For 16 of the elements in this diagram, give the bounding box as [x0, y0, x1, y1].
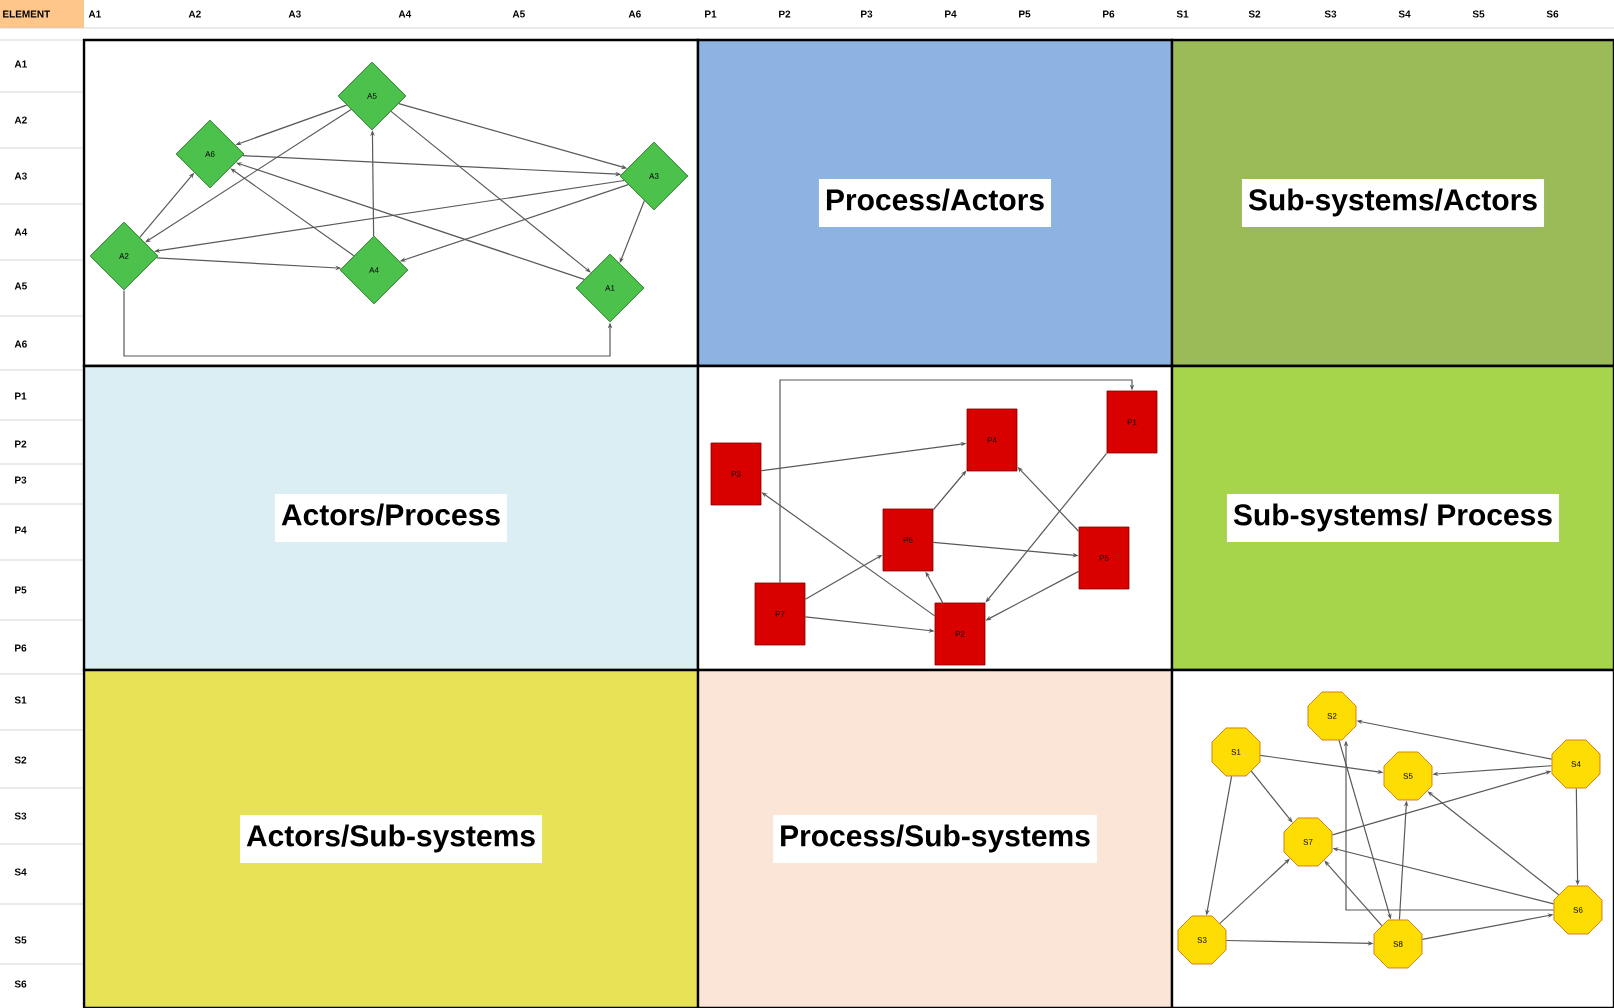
arrow: [985, 452, 1108, 603]
matrix-cell: Actors/Sub-systems: [82, 668, 700, 1008]
arrow: [230, 168, 355, 257]
matrix-cell: Sub-systems/ Process: [1170, 364, 1614, 672]
arrow: [932, 470, 967, 511]
matrix-cell: Process/Sub-systems: [696, 668, 1174, 1008]
arrow: [390, 110, 591, 273]
arrow: [1250, 770, 1293, 823]
matrix-cell: Process/Actors: [696, 38, 1174, 368]
arrow: [779, 379, 1135, 584]
matrix-cell: Sub-systems/Actors: [1170, 38, 1614, 368]
network-panel: [82, 38, 700, 368]
arrow: [1324, 860, 1383, 927]
arrow: [1427, 791, 1560, 896]
arrow: [370, 130, 375, 237]
matrix-cell: Actors/Process: [82, 364, 700, 672]
